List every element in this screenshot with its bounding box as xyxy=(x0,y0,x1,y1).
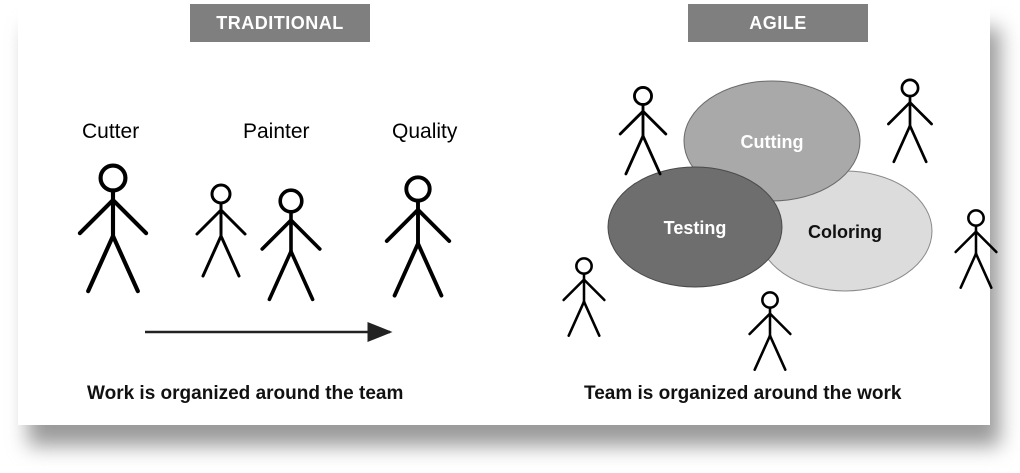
stick-figure-agile-top-left xyxy=(618,86,668,176)
bubble-label-coloring: Coloring xyxy=(808,222,882,242)
stick-figure-agile-right xyxy=(954,209,998,289)
agile-caption: Team is organized around the work xyxy=(584,383,902,404)
stick-figure-painter-small xyxy=(195,183,247,278)
role-label-cutter: Cutter xyxy=(82,120,140,143)
role-label-quality: Quality xyxy=(392,120,458,143)
bubble-testing xyxy=(607,166,783,288)
traditional-header: TRADITIONAL xyxy=(190,4,370,42)
bubble-label-testing: Testing xyxy=(664,218,727,238)
stick-figure-agile-left xyxy=(562,257,606,337)
traditional-caption: Work is organized around the team xyxy=(87,383,404,404)
stick-figure-painter xyxy=(260,188,322,302)
agile-header: AGILE xyxy=(688,4,868,42)
stick-figure-quality xyxy=(384,175,452,298)
stick-figure-agile-top-right xyxy=(887,78,933,164)
role-label-painter: Painter xyxy=(243,120,310,143)
bubble-label-cutting: Cutting xyxy=(741,132,804,152)
stick-figure-cutter xyxy=(80,166,146,292)
stick-figure-agile-bottom xyxy=(748,291,792,371)
